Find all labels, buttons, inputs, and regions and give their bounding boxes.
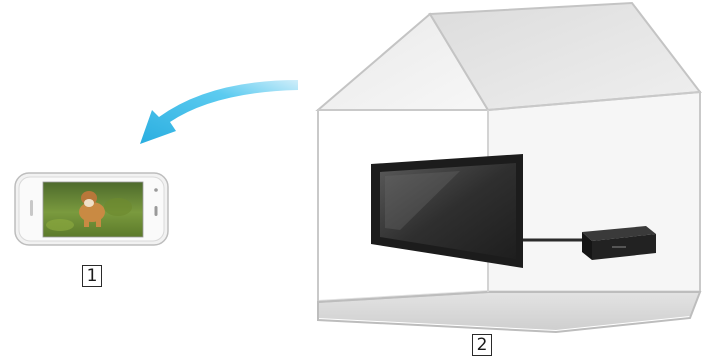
smartphone-icon: [15, 173, 168, 245]
device-number-label: 1: [82, 265, 102, 287]
home-number-label: 2: [472, 334, 492, 356]
curved-arrow-icon: [140, 80, 298, 144]
